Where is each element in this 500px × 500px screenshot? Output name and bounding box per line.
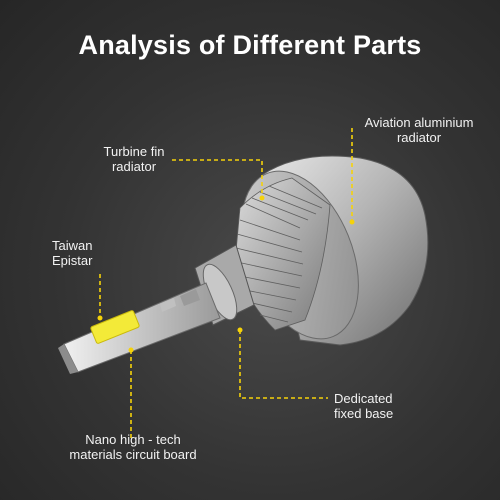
callout-turbine-fin-radiator: Turbine fin radiator: [103, 144, 165, 174]
callout-line-base: [239, 330, 328, 399]
callout-lines: [99, 128, 353, 438]
page-title: Analysis of Different Parts: [78, 30, 422, 60]
callout-aviation-aluminium-radiator: Aviation aluminium radiator: [364, 115, 474, 145]
callout-dots: [97, 195, 355, 353]
led-chip: [90, 310, 140, 344]
callout-nano-circuit-board: Nano high - tech materials circuit board: [69, 432, 197, 462]
circuit-board: [58, 282, 221, 374]
callout-line-turbine: [172, 159, 263, 198]
callout-dedicated-fixed-base: Dedicated fixed base: [334, 391, 394, 421]
callout-taiwan-epistar: Taiwan Epistar: [52, 238, 93, 268]
